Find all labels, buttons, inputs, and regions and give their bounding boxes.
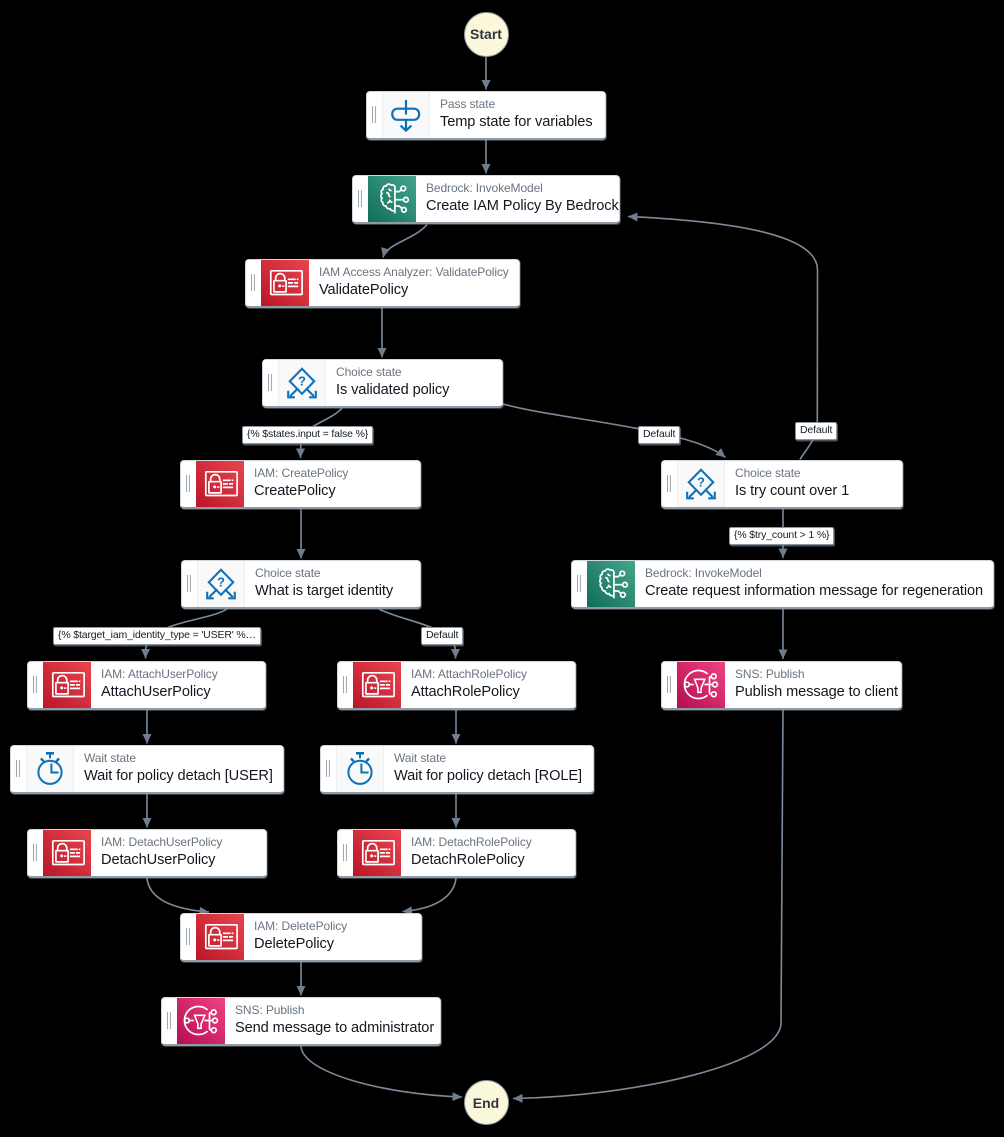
svg-text:?: ? xyxy=(217,575,225,590)
svg-text:?: ? xyxy=(697,475,705,490)
svg-text:?: ? xyxy=(298,374,306,389)
